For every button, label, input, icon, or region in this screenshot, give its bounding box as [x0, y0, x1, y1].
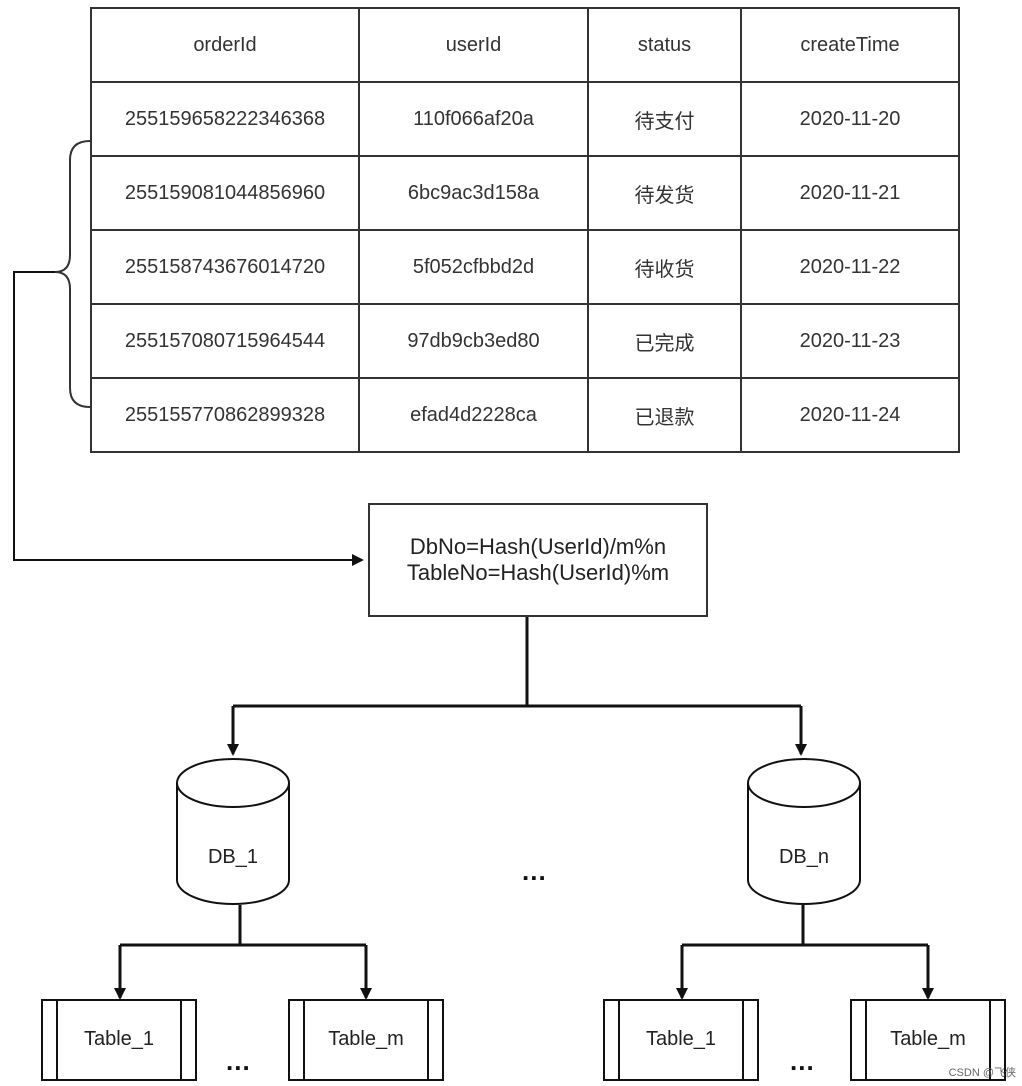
order-id-cell: 255159081044856960 [90, 155, 360, 231]
db1-cylinder [176, 758, 290, 905]
dbn-table1-label: Table_1 [645, 1028, 717, 1050]
db1-table-ellipsis: ... [226, 1046, 251, 1076]
table-row: 255158743676014720 5f052cfbbd2d 待收货 2020… [90, 229, 960, 305]
create-time-cell: 2020-11-22 [740, 229, 960, 305]
column-header: status [587, 7, 742, 83]
user-id-cell: efad4d2228ca [358, 377, 589, 453]
db1-tablem-label: Table_m [328, 1028, 404, 1050]
dbn-tablem-label: Table_m [890, 1028, 966, 1050]
db1-tablem-box [288, 999, 444, 1081]
create-time-cell: 2020-11-24 [740, 377, 960, 453]
table-row: 255155770862899328 efad4d2228ca 已退款 2020… [90, 377, 960, 453]
column-header: createTime [740, 7, 960, 83]
user-id-cell: 5f052cfbbd2d [358, 229, 589, 305]
table-row: 255159081044856960 6bc9ac3d158a 待发货 2020… [90, 155, 960, 231]
db1-label: DB_1 [207, 846, 259, 868]
status-cell: 已完成 [587, 303, 742, 379]
order-id-cell: 255157080715964544 [90, 303, 360, 379]
watermark: CSDN @飞侠 [948, 1067, 1016, 1079]
formula-to-db-connector [233, 617, 801, 708]
status-cell: 待支付 [587, 81, 742, 157]
create-time-cell: 2020-11-20 [740, 81, 960, 157]
order-id-cell: 255158743676014720 [90, 229, 360, 305]
user-id-cell: 97db9cb3ed80 [358, 303, 589, 379]
order-id-cell: 255155770862899328 [90, 377, 360, 453]
dbn-table1-box [603, 999, 759, 1081]
table-row: 255159658222346368 110f066af20a 待支付 2020… [90, 81, 960, 157]
table-row: 255157080715964544 97db9cb3ed80 已完成 2020… [90, 303, 960, 379]
dbn-label: DB_n [778, 846, 830, 868]
dbn-tablem-box [850, 999, 1006, 1081]
status-cell: 已退款 [587, 377, 742, 453]
sharding-formula-box: DbNo=Hash(UserId)/m%n TableNo=Hash(UserI… [368, 503, 708, 617]
db-ellipsis: ... [522, 856, 547, 886]
table-formula: TableNo=Hash(UserId)%m [406, 560, 670, 585]
db1-table1-label: Table_1 [83, 1028, 155, 1050]
dbn-table-ellipsis: ... [790, 1046, 815, 1076]
status-cell: 待收货 [587, 229, 742, 305]
table-header-row: orderId userId status createTime [90, 7, 960, 83]
brace-to-formula-arrow [13, 271, 364, 566]
column-header: orderId [90, 7, 360, 83]
user-id-cell: 6bc9ac3d158a [358, 155, 589, 231]
rows-brace [54, 140, 91, 408]
create-time-cell: 2020-11-21 [740, 155, 960, 231]
dbn-to-tables-connector [682, 905, 928, 947]
order-id-cell: 255159658222346368 [90, 81, 360, 157]
db1-to-tables-connector [120, 905, 366, 947]
create-time-cell: 2020-11-23 [740, 303, 960, 379]
db1-table1-box [41, 999, 197, 1081]
orders-table: orderId userId status createTime 2551596… [90, 7, 960, 453]
status-cell: 待发货 [587, 155, 742, 231]
column-header: userId [358, 7, 589, 83]
dbn-cylinder [747, 758, 861, 905]
db-formula: DbNo=Hash(UserId)/m%n [409, 533, 667, 559]
user-id-cell: 110f066af20a [358, 81, 589, 157]
